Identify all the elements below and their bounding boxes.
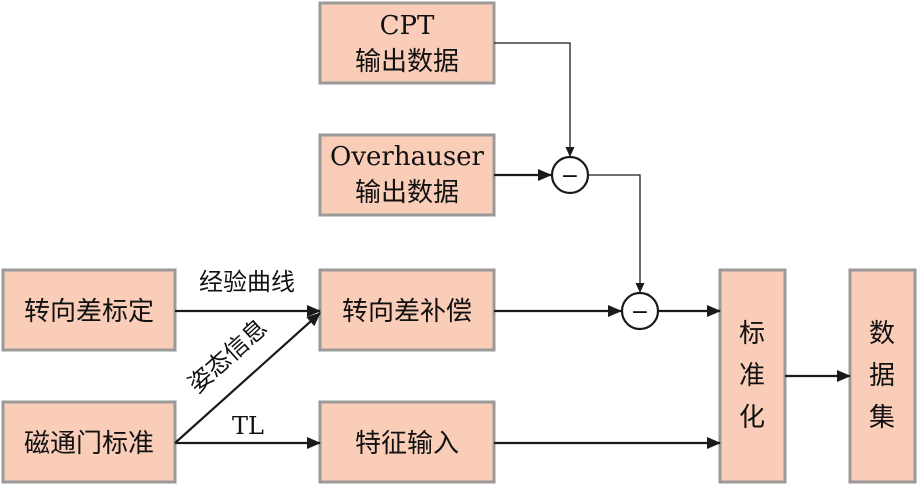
overhauser-label: Overhauser	[330, 142, 485, 172]
heading-compensation-label: 转向差补偿	[342, 297, 472, 327]
attitude-info-label: 姿态信息	[183, 314, 273, 399]
dataset-box: 数 据 集	[848, 268, 917, 484]
overhauser-output-box: Overhauser 输出数据	[318, 133, 496, 217]
normalization-char-1: 标	[739, 319, 765, 349]
feature-input-box: 特征输入	[318, 400, 496, 484]
minus-icon: −	[561, 164, 579, 189]
fluxgate-calibration-label: 磁通门标准	[24, 429, 154, 459]
cpt-label: CPT	[380, 11, 435, 41]
normalization-box: 标 准 化	[718, 268, 787, 484]
tl-label: TL	[232, 412, 264, 440]
overhauser-output-label: 输出数据	[355, 178, 459, 208]
cpt-to-sub1-arrow	[494, 42, 575, 157]
empirical-curve-label: 经验曲线	[199, 268, 295, 296]
heading-calibration-box: 转向差标定	[1, 268, 177, 352]
cpt-output-label: 输出数据	[355, 47, 459, 77]
dataset-char-2: 据	[869, 361, 895, 391]
normalization-char-2: 准	[739, 361, 765, 391]
feature-input-label: 特征输入	[355, 429, 459, 459]
dataset-char-3: 集	[869, 403, 895, 433]
cpt-output-box: CPT 输出数据	[318, 1, 496, 85]
fluxgate-to-compensation-arrow	[174, 312, 321, 444]
subtract-operator-2: −	[620, 291, 660, 331]
heading-compensation-box: 转向差补偿	[318, 268, 496, 352]
heading-calibration-label: 转向差标定	[24, 297, 154, 327]
normalization-char-3: 化	[739, 403, 765, 433]
sub1-to-sub2-arrow	[589, 174, 645, 293]
subtract-operator-1: −	[550, 155, 590, 195]
minus-icon: −	[631, 300, 649, 325]
dataset-char-1: 数	[869, 319, 895, 349]
fluxgate-calibration-box: 磁通门标准	[1, 400, 177, 484]
